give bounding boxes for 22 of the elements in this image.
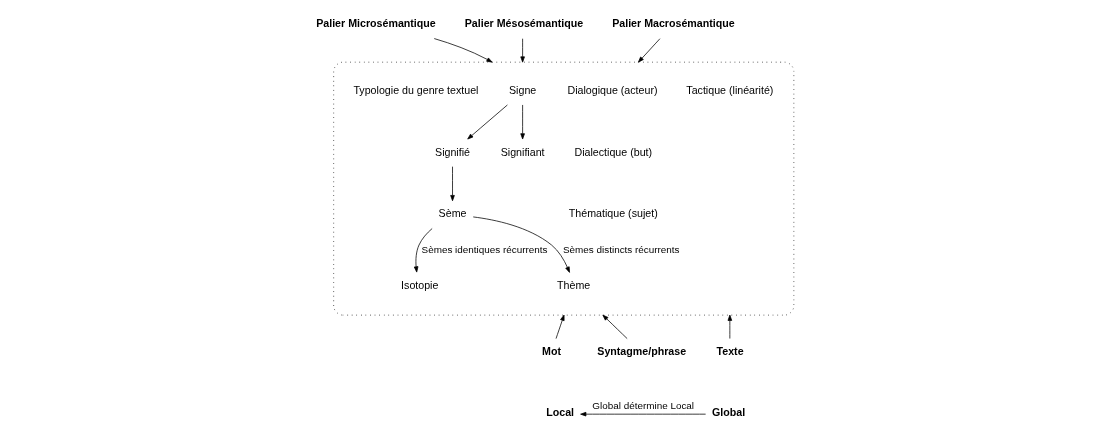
node-text: Isotopie bbox=[401, 278, 439, 291]
edge-label: Global détermine Local bbox=[592, 400, 695, 412]
node-text: Palier Macrosémantique bbox=[612, 16, 735, 29]
label: Dialogique (acteur) bbox=[567, 83, 658, 96]
label: Tactique (linéarité) bbox=[686, 83, 774, 96]
node-text: Signifié bbox=[435, 145, 470, 158]
node-text: Mot bbox=[542, 344, 561, 357]
edge-label: Sèmes identiques récurrents bbox=[421, 243, 548, 255]
node-text: Texte bbox=[716, 344, 744, 357]
node-text: Signifiant bbox=[500, 145, 545, 158]
node-text: Thème bbox=[557, 278, 591, 291]
label: Typologie du genre textuel bbox=[353, 83, 479, 96]
node-text: Syntagme/phrase bbox=[597, 344, 687, 357]
label: Thématique (sujet) bbox=[568, 207, 658, 220]
node-text: Sème bbox=[438, 207, 467, 220]
node-text: Global bbox=[711, 406, 746, 419]
node-text: Local bbox=[546, 406, 575, 419]
node-text: Palier Microsémantique bbox=[316, 16, 436, 29]
label: Dialectique (but) bbox=[574, 145, 653, 158]
node-text: Palier Mésosémantique bbox=[464, 16, 584, 29]
edge-label: Sèmes distincts récurrents bbox=[563, 243, 680, 255]
node-text: Signe bbox=[508, 83, 537, 96]
